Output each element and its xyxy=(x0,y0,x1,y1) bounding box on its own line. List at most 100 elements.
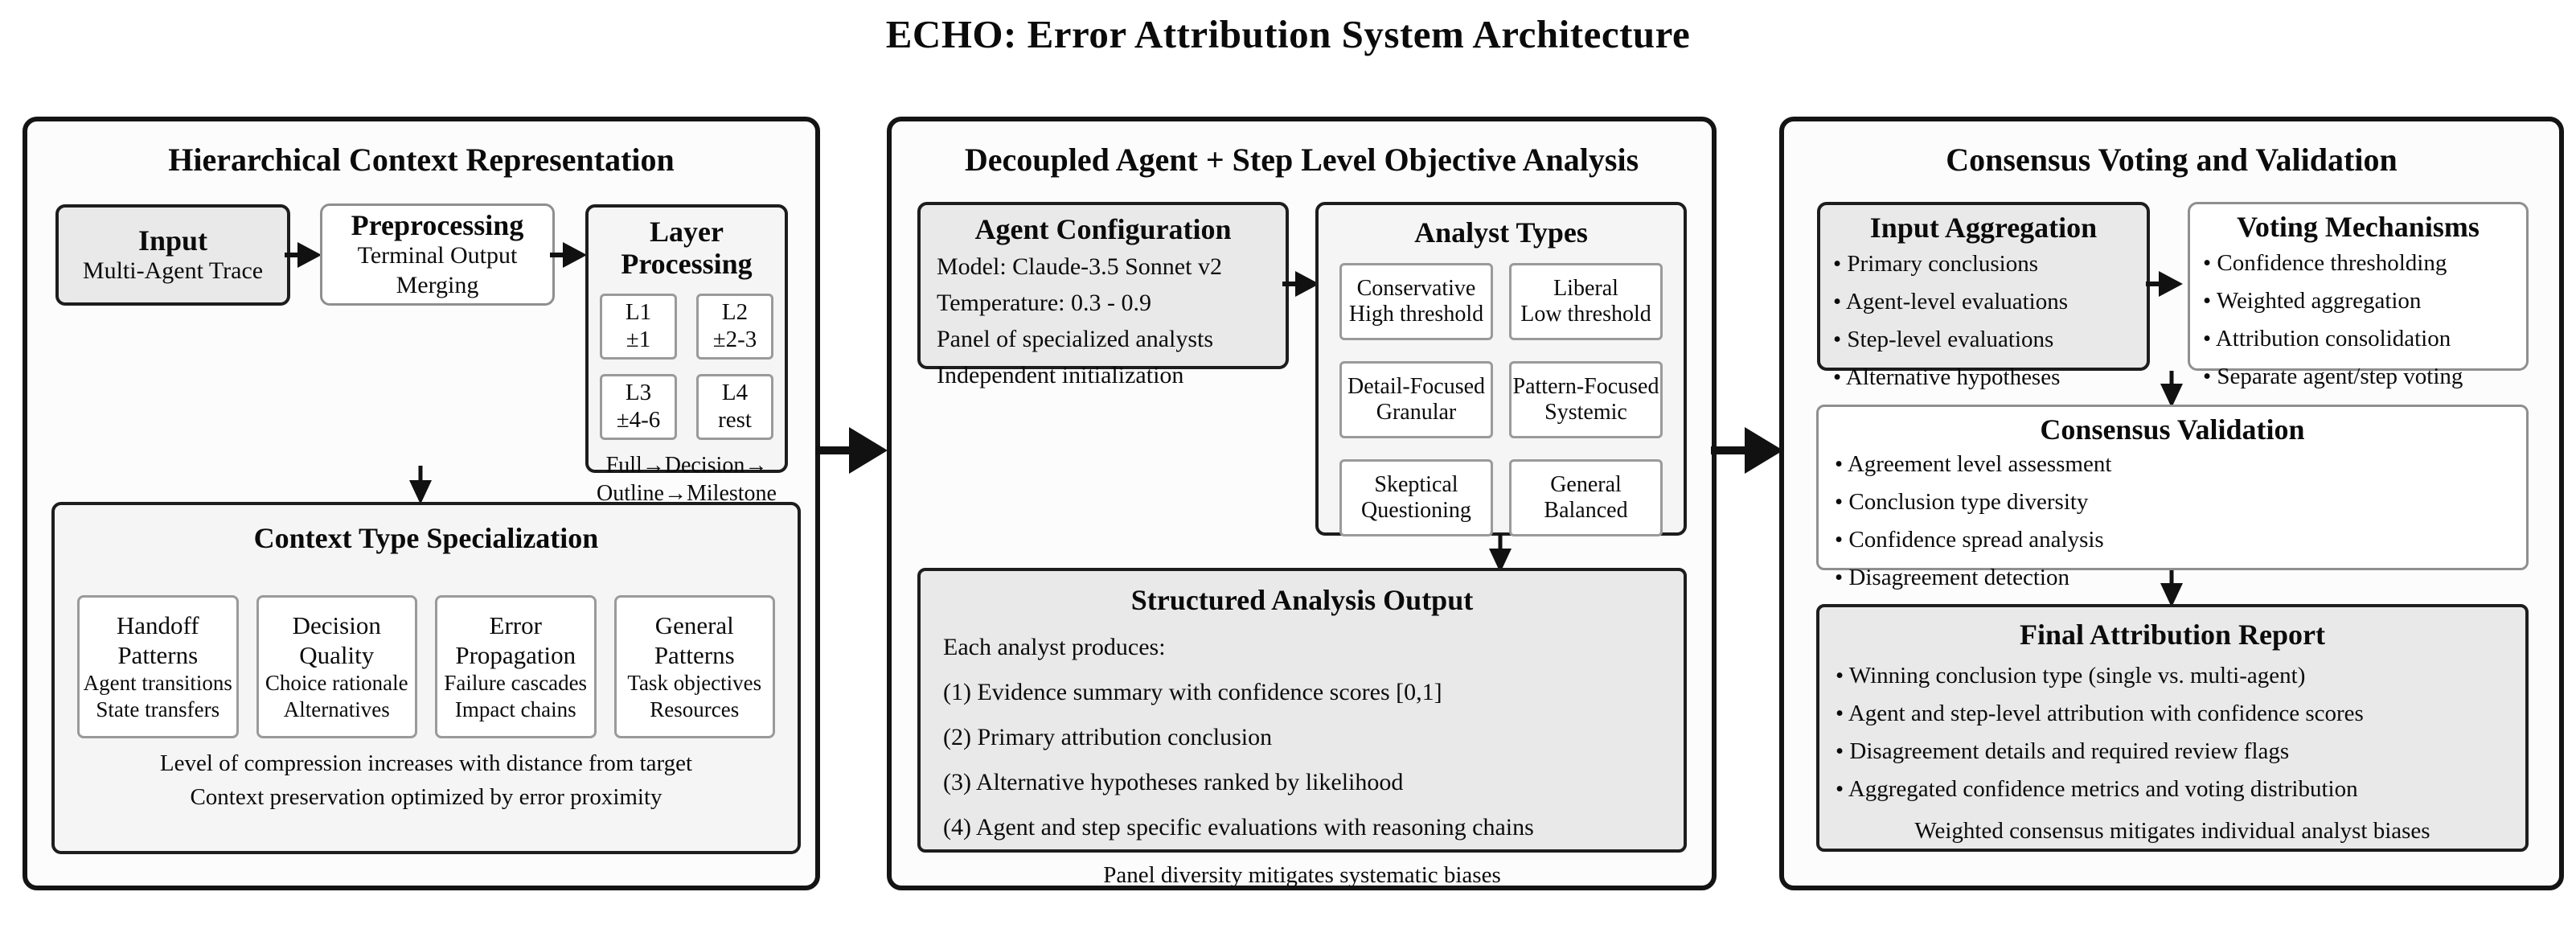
layer-cell-l4-label: L4 xyxy=(721,380,749,406)
agent-config-title: Agent Configuration xyxy=(974,213,1232,245)
analyst-cell-line: Granular xyxy=(1376,400,1457,425)
structured-output-item-3: (3) Alternative hypotheses ranked by lik… xyxy=(943,769,1404,796)
layer-cell-l1: L1 ±1 xyxy=(600,293,677,360)
layer-flow-line-1: Full→Decision→ xyxy=(605,452,768,478)
agent-configuration-box: Agent Configuration Model: Claude-3.5 So… xyxy=(917,202,1289,388)
final-report-title: Final Attribution Report xyxy=(2019,619,2325,651)
analyst-cell-line: Pattern-Focused xyxy=(1512,374,1659,400)
analyst-cell-line: Balanced xyxy=(1544,498,1628,524)
final-report-item: Agent and step-level attribution with co… xyxy=(1836,695,2525,733)
layer-cell-l3-label: L3 xyxy=(625,380,652,406)
analyst-cell-line: Conservative xyxy=(1356,276,1476,302)
layer-cell-grid: L1 ±1 L2 ±2-3 L3 ±4-6 L4 rest xyxy=(600,293,773,440)
spec-title-line: Patterns xyxy=(654,641,735,670)
spec-detail-line: Resources xyxy=(650,697,740,722)
spec-title-line: Decision xyxy=(292,610,381,639)
input-box-title: Input xyxy=(137,224,208,257)
layer-cell-l1-label: L1 xyxy=(625,299,652,326)
consensus-validation-item: Confidence spread analysis xyxy=(1835,521,2526,559)
input-aggregation-item: Alternative hypotheses xyxy=(1833,359,2147,397)
arrow-panel2-to-panel3-icon xyxy=(1711,427,1783,474)
voting-mechanisms-item: Separate agent/step voting xyxy=(2203,358,2526,396)
voting-mechanisms-item: Confidence thresholding xyxy=(2203,245,2526,282)
input-box: Input Multi-Agent Trace xyxy=(55,204,290,306)
arrow-down-to-final-report-icon xyxy=(2160,570,2183,607)
spec-box-general-patterns: General Patterns Task objectives Resourc… xyxy=(613,595,775,738)
analyst-cell-line: Systemic xyxy=(1544,400,1627,425)
context-spec-row: Handoff Patterns Agent transitions State… xyxy=(77,595,775,738)
layer-cell-l2-range: ±2-3 xyxy=(712,326,757,352)
spec-title-line: Error xyxy=(489,610,542,639)
page-title: ECHO: Error Attribution System Architect… xyxy=(885,12,1691,56)
structured-output-note: Panel diversity mitigates systematic bia… xyxy=(1103,862,1501,889)
consensus-validation-item: Conclusion type diversity xyxy=(1835,483,2526,521)
preprocessing-box-title: Preprocessing xyxy=(351,208,524,241)
arrow-down-to-context-spec-icon xyxy=(409,466,432,504)
layer-cell-l3: L3 ±4-6 xyxy=(600,373,677,440)
agent-config-line-1: Model: Claude-3.5 Sonnet v2 xyxy=(937,253,1222,281)
context-spec-note-2: Context preservation optimized by error … xyxy=(190,784,662,811)
analyst-cell-line: Questioning xyxy=(1361,498,1471,524)
final-report-item: Aggregated confidence metrics and voting… xyxy=(1836,771,2525,808)
analyst-cell-pattern-focused: Pattern-Focused Systemic xyxy=(1509,361,1663,439)
consensus-validation-item: Disagreement detection xyxy=(1835,559,2526,597)
spec-title-line: Handoff xyxy=(116,610,199,639)
layer-cell-l4-range: rest xyxy=(718,406,752,433)
structured-output-item-1: (1) Evidence summary with confidence sco… xyxy=(943,679,1442,706)
analyst-cell-line: Skeptical xyxy=(1374,472,1458,498)
arrow-input-to-preprocessing-icon xyxy=(285,242,322,268)
voting-mechanisms-title: Voting Mechanisms xyxy=(2237,211,2480,243)
spec-detail-line: State transfers xyxy=(96,697,220,722)
analyst-cell-line: High threshold xyxy=(1348,302,1484,327)
input-aggregation-item: Step-level evaluations xyxy=(1833,321,2147,359)
spec-title-line: Propagation xyxy=(455,641,576,670)
arrow-panel1-to-panel2-icon xyxy=(815,427,888,474)
arrow-down-to-consensus-validation-icon xyxy=(2160,371,2183,408)
structured-output-item-2: (2) Primary attribution conclusion xyxy=(943,724,1273,751)
preprocessing-box: Preprocessing Terminal Output Merging xyxy=(320,203,555,306)
context-spec-notes: Level of compression increases with dist… xyxy=(55,746,798,814)
preprocessing-line-2: Merging xyxy=(396,271,479,298)
context-type-specialization-box: Context Type Specialization Handoff Patt… xyxy=(51,502,801,854)
structured-output-title: Structured Analysis Output xyxy=(1130,584,1474,616)
layer-flow-text: Full→Decision→ Outline→Milestone xyxy=(597,451,777,508)
final-report-item: Disagreement details and required review… xyxy=(1836,733,2525,771)
analyst-cell-line: Low threshold xyxy=(1520,302,1651,327)
spec-detail-line: Choice rationale xyxy=(265,671,408,696)
spec-detail-line: Task objectives xyxy=(627,671,762,696)
input-aggregation-item: Agent-level evaluations xyxy=(1833,283,2147,321)
panel-consensus-voting: Consensus Voting and Validation Input Ag… xyxy=(1779,117,2564,890)
input-aggregation-title: Input Aggregation xyxy=(1869,212,2098,244)
layer-processing-box: Layer Processing L1 ±1 L2 ±2-3 L3 ±4-6 xyxy=(585,204,788,506)
spec-title-line: Patterns xyxy=(117,641,199,670)
voting-mechanisms-item: Weighted aggregation xyxy=(2203,282,2526,320)
analyst-cell-skeptical: Skeptical Questioning xyxy=(1339,459,1493,537)
layer-cell-l4: L4 rest xyxy=(696,373,773,440)
preprocessing-line-1: Terminal Output xyxy=(357,242,518,269)
arrow-config-to-analysts-icon xyxy=(1282,271,1319,297)
analyst-types-title: Analyst Types xyxy=(1414,216,1588,249)
consensus-validation-item: Agreement level assessment xyxy=(1835,446,2526,483)
spec-title-line: Quality xyxy=(299,641,375,670)
spec-detail-line: Alternatives xyxy=(283,697,390,722)
panel-decoupled-title: Decoupled Agent + Step Level Objective A… xyxy=(964,142,1639,178)
arrow-preprocessing-to-layer-icon xyxy=(550,242,587,268)
analyst-cell-line: General xyxy=(1550,472,1622,498)
spec-box-handoff-patterns: Handoff Patterns Agent transitions State… xyxy=(77,595,239,738)
analyst-types-box: Analyst Types Conservative High threshol… xyxy=(1315,202,1687,537)
layer-cell-l2: L2 ±2-3 xyxy=(696,293,773,360)
consensus-validation-box: Consensus Validation Agreement level ass… xyxy=(1816,405,2529,590)
analyst-cell-detail-focused: Detail-Focused Granular xyxy=(1339,361,1493,439)
input-aggregation-item: Primary conclusions xyxy=(1833,245,2147,283)
panel-hierarchical-title: Hierarchical Context Representation xyxy=(168,142,675,178)
spec-box-decision-quality: Decision Quality Choice rationale Altern… xyxy=(256,595,417,738)
layer-cell-l3-range: ±4-6 xyxy=(616,406,661,433)
structured-output-item-4: (4) Agent and step specific evaluations … xyxy=(943,814,1534,841)
arrow-down-to-structured-output-icon xyxy=(1489,534,1512,573)
arrow-aggregation-to-voting-icon xyxy=(2146,271,2183,297)
structured-analysis-output-box: Structured Analysis Output Each analyst … xyxy=(917,568,1687,888)
analyst-cell-line: Detail-Focused xyxy=(1347,374,1486,400)
structured-output-intro: Each analyst produces: xyxy=(943,634,1166,661)
analyst-cell-line: Liberal xyxy=(1553,276,1618,302)
